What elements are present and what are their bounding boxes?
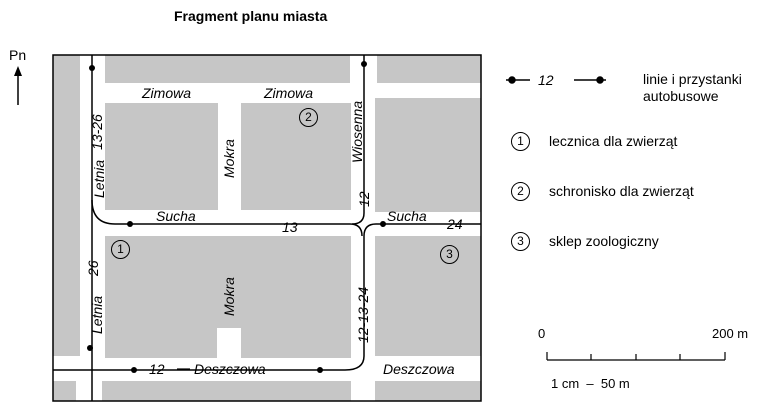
street-label-zimowa-east: Zimowa [263, 85, 313, 101]
bus-stop-icon [87, 345, 93, 351]
bus-stop-icon [127, 221, 133, 227]
block-west-strip [53, 55, 80, 356]
map-blocks [53, 55, 481, 401]
map-title: Fragment planu miasta [174, 8, 328, 24]
north-label: Pn [9, 47, 27, 63]
bus-label-wiosenna: 12 [356, 191, 372, 207]
bus-stop-icon [131, 367, 137, 373]
bus-label-central-south: 12-13-24 [355, 287, 371, 343]
legend-marker-3-icon: 3 [511, 232, 530, 251]
block-north-mid [105, 55, 350, 83]
bus-number-labels: 13-26 26 13 12 24 12-13-24 12 [85, 114, 463, 377]
bus-stop-icon [317, 367, 323, 373]
block-south-mid [102, 381, 351, 401]
legend-marker-1-icon: 1 [511, 132, 530, 151]
bus-routes [53, 55, 481, 401]
scale-start-label: 0 [538, 326, 546, 341]
block-sm [241, 236, 351, 358]
bus-label-deszczowa: 12 [149, 361, 165, 377]
scale-bar [546, 352, 726, 361]
bus-stop-icon [89, 65, 95, 71]
street-label-sucha-east: Sucha [387, 208, 427, 224]
street-label-mokra-south: Mokra [221, 277, 237, 316]
street-label-deszczowa-west: Deszczowa [194, 361, 266, 377]
block-south-west [53, 381, 76, 401]
scale-end-label: 200 m [712, 326, 749, 341]
legend-stop-icon [508, 76, 516, 84]
bus-label-sucha-east: 24 [446, 216, 463, 232]
bus-route-letnia [91, 55, 363, 237]
legend-item-1-text: lecznica dla zwierząt [549, 133, 678, 149]
block-north-east [377, 55, 481, 83]
block-nm [241, 103, 351, 210]
legend-bus-number: 12 [538, 72, 554, 88]
street-label-letnia-south: Letnia [89, 296, 105, 334]
street-label-zimowa-west: Zimowa [141, 85, 191, 101]
bus-route-wiosenna [351, 55, 365, 225]
legend-bus-line [506, 76, 606, 84]
block-mokra-tip [217, 236, 241, 328]
street-label-letnia-north: Letnia [91, 160, 107, 198]
marker-1-icon: 1 [111, 240, 130, 259]
legend-stop-icon [596, 76, 604, 84]
legend-bus-text-2: autobusowe [643, 88, 719, 104]
legend-bus-text-1: linie i przystanki [643, 71, 742, 87]
street-label-deszczowa-east: Deszczowa [383, 361, 455, 377]
block-se [375, 236, 481, 356]
bus-label-letnia-north: 13-26 [89, 114, 105, 150]
bus-label-sucha-middle: 13 [282, 219, 298, 235]
bus-stop-icon [361, 61, 367, 67]
bus-route-sucha-east [53, 223, 481, 371]
block-ne [375, 98, 481, 212]
marker-3-icon: 3 [440, 245, 459, 264]
legend-item-3-text: sklep zoologiczny [549, 233, 659, 249]
scale-ratio-label: 1 cm – 50 m [551, 376, 630, 391]
street-label-mokra-north: Mokra [221, 139, 237, 178]
street-labels: Zimowa Zimowa Sucha Sucha Deszczowa Desz… [89, 85, 455, 377]
marker-2-icon: 2 [299, 108, 318, 127]
legend-marker-2-icon: 2 [511, 182, 530, 201]
bus-label-letnia-south: 26 [85, 260, 101, 277]
street-label-wiosenna: Wiosenna [349, 101, 365, 163]
bus-stops [87, 61, 386, 373]
block-south-east [375, 381, 481, 401]
legend-item-2-text: schronisko dla zwierząt [549, 183, 694, 199]
map-frame [52, 54, 482, 402]
north-arrow-head-icon [14, 66, 22, 76]
street-label-sucha-west: Sucha [156, 208, 196, 224]
block-nw [105, 103, 218, 210]
bus-stop-icon [380, 221, 386, 227]
